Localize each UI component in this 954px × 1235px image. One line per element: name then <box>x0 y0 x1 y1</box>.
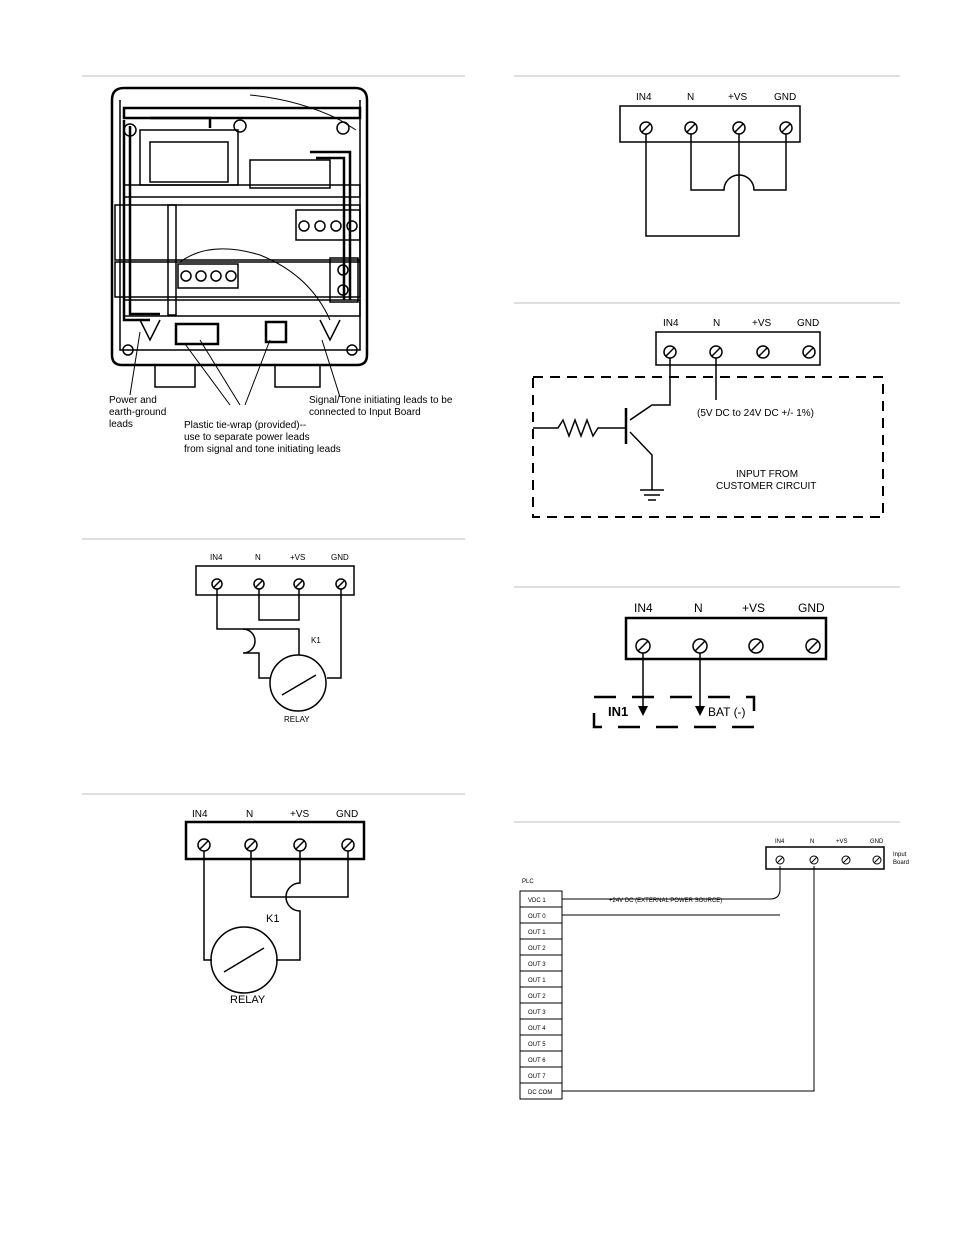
svg-text:Signal/Tone initiating leads t: Signal/Tone initiating leads to be <box>309 395 453 406</box>
enclosure-figure <box>110 86 369 406</box>
svg-text:N: N <box>687 92 694 103</box>
svg-text:+VS: +VS <box>290 553 305 562</box>
svg-text:IN4: IN4 <box>192 809 208 820</box>
svg-text:GND: GND <box>331 553 349 562</box>
plc-row: OUT 2 <box>519 986 563 1004</box>
jumper-figure: IN4 N +VS GND <box>619 92 801 237</box>
svg-text:+VS: +VS <box>290 809 310 820</box>
plc-row: OUT 5 <box>519 1034 563 1052</box>
tiewrap-label: Plastic tie-wrap (provided)-- use to sep… <box>184 420 341 455</box>
svg-text:IN4: IN4 <box>210 553 223 562</box>
plc-row-label: OUT 3 <box>528 962 546 968</box>
terminal-screws <box>639 121 793 135</box>
svg-text:GND: GND <box>798 601 825 615</box>
svg-text:from signal and tone initiatin: from signal and tone initiating leads <box>184 444 341 455</box>
svg-text:use to separate power leads: use to separate power leads <box>184 432 310 443</box>
svg-text:K1: K1 <box>311 636 321 645</box>
plc-row: DC COM <box>519 1082 563 1100</box>
in1-figure: IN4 N +VS GND IN1 BAT (-) <box>592 601 828 729</box>
plc-row-label: OUT 1 <box>528 978 546 984</box>
svg-text:Plastic tie-wrap (provided)--: Plastic tie-wrap (provided)-- <box>184 420 306 431</box>
plc-row: OUT 2 <box>519 938 563 956</box>
svg-text:+VS: +VS <box>742 601 765 615</box>
power-leads-label: Power and earth-ground leads <box>109 395 166 430</box>
svg-text:INPUT FROM: INPUT FROM <box>736 469 798 480</box>
voltage-label: (5V DC to 24V DC +/- 1%) <box>697 408 814 419</box>
plc-row: OUT 1 <box>519 970 563 988</box>
plc-row: OUT 3 <box>519 1002 563 1020</box>
plc-row-label: OUT 3 <box>528 1010 546 1016</box>
plc-terminal-rows: VDC 1 OUT 0 OUT 1 OUT 2 OUT 3 OUT 1 OUT 2 OUT 3… <box>519 890 563 1100</box>
plc-row-label: OUT 4 <box>528 1026 546 1032</box>
svg-text:leads: leads <box>109 419 133 430</box>
svg-text:RELAY: RELAY <box>284 715 310 724</box>
svg-text:N: N <box>246 809 253 820</box>
section-rules <box>82 75 900 823</box>
svg-text:N: N <box>713 318 720 329</box>
svg-text:connected to Input Board: connected to Input Board <box>309 407 421 418</box>
transistor-figure: IN4 N +VS GND (5V DC to 24V DC +/- 1%) I… <box>532 318 884 518</box>
plc-row: OUT 3 <box>519 954 563 972</box>
plc-row: OUT 7 <box>519 1066 563 1084</box>
plc-row: OUT 4 <box>519 1018 563 1036</box>
svg-text:GND: GND <box>774 92 796 103</box>
power-note: +24V DC (EXTERNAL POWER SOURCE) <box>609 898 722 904</box>
svg-text:IN4: IN4 <box>775 839 785 845</box>
svg-text:GND: GND <box>870 839 884 845</box>
svg-text:earth-ground: earth-ground <box>109 407 166 418</box>
plc-row-label: VDC 1 <box>528 898 546 904</box>
plc-row-label: DC COM <box>528 1090 552 1096</box>
plc-row: OUT 1 <box>519 922 563 940</box>
relay-small-figure: IN4 N +VS GND K1 RELAY <box>195 553 355 724</box>
terminal-labels: IN4 N +VS GND <box>636 92 796 103</box>
svg-text:+VS: +VS <box>728 92 748 103</box>
plc-row-label: OUT 7 <box>528 1074 546 1080</box>
svg-text:IN4: IN4 <box>663 318 679 329</box>
svg-text:N: N <box>694 601 703 615</box>
signal-leads-label: Signal/Tone initiating leads to be conne… <box>309 395 453 418</box>
svg-text:N: N <box>810 839 814 845</box>
plc-row-label: OUT 5 <box>528 1042 546 1048</box>
svg-text:N: N <box>255 553 261 562</box>
svg-text:RELAY: RELAY <box>230 994 266 1006</box>
plc-row-label: OUT 6 <box>528 1058 546 1064</box>
in1-label: IN1 <box>608 704 628 719</box>
svg-text:Input: Input <box>893 852 907 858</box>
plc-row-label: OUT 0 <box>528 914 546 920</box>
svg-text:Board: Board <box>893 860 909 866</box>
svg-text:GND: GND <box>797 318 819 329</box>
plc-row: VDC 1 <box>519 890 563 908</box>
svg-text:K1: K1 <box>266 913 279 925</box>
svg-text:IN4: IN4 <box>636 92 652 103</box>
plc-row: OUT 0 <box>519 906 563 924</box>
svg-text:Power and: Power and <box>109 395 157 406</box>
svg-text:GND: GND <box>336 809 358 820</box>
plc-row-label: OUT 1 <box>528 930 546 936</box>
svg-text:+VS: +VS <box>836 839 848 845</box>
plc-label: PLC <box>522 879 534 885</box>
plc-row-label: OUT 2 <box>528 946 546 952</box>
svg-text:IN4: IN4 <box>634 601 653 615</box>
plc-row-label: OUT 2 <box>528 994 546 1000</box>
plc-row: OUT 6 <box>519 1050 563 1068</box>
svg-text:+VS: +VS <box>752 318 772 329</box>
relay-large-figure: IN4 N +VS GND K1 RELAY <box>184 809 366 1006</box>
plc-figure: IN4 N +VS GND Input Board PLC VDC 1 OUT 0… <box>519 839 909 1100</box>
bat-label: BAT (-) <box>708 705 746 719</box>
svg-text:CUSTOMER CIRCUIT: CUSTOMER CIRCUIT <box>716 481 816 492</box>
